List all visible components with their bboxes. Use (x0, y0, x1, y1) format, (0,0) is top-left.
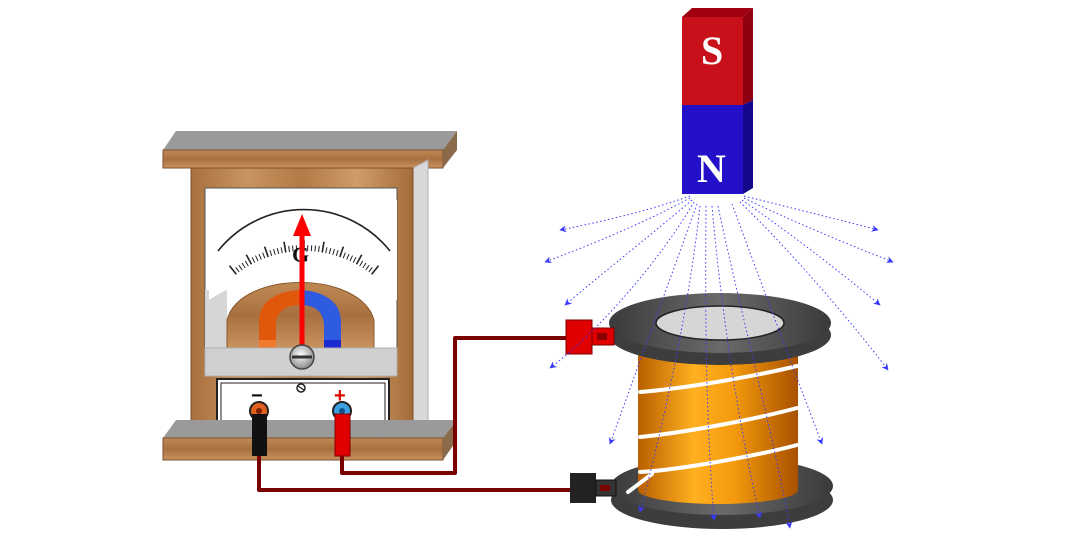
scale-tick (355, 254, 363, 265)
scale-tick (255, 255, 259, 262)
galvanometer-scale-ticks (228, 240, 380, 275)
scale-tick (314, 245, 316, 252)
galvanometer: G − + (162, 131, 457, 461)
scale-tick (241, 262, 246, 269)
magnet-north-pole (682, 105, 743, 194)
coil-helix-wire (626, 364, 799, 494)
field-line (559, 195, 691, 233)
scale-tick (288, 245, 290, 253)
galvanometer-lid (162, 149, 444, 169)
black-lead-clip[interactable] (252, 414, 267, 456)
connecting-wires (257, 336, 575, 492)
scale-tick (368, 267, 373, 273)
bar-magnet: S N (682, 8, 753, 194)
magnet-north-label: N (697, 146, 726, 191)
scale-tick (342, 252, 346, 259)
scale-tick (349, 255, 353, 262)
field-line (743, 197, 894, 263)
scale-tick (283, 241, 287, 253)
scale-tick (352, 257, 357, 263)
wire-plus (340, 336, 570, 475)
field-line (741, 199, 881, 306)
plus-terminal-label: + (334, 385, 346, 407)
field-line (743, 195, 879, 232)
galvanometer-base (162, 437, 444, 461)
galvanometer-side (412, 159, 429, 437)
scale-tick (318, 245, 320, 253)
red-lead-clip[interactable] (334, 413, 351, 457)
galvanometer-base-top (163, 420, 457, 438)
field-line (711, 205, 763, 519)
scale-tick (258, 253, 262, 260)
scale-tick (325, 247, 328, 254)
scale-tick (269, 249, 273, 257)
scale-tick (365, 264, 370, 271)
scale-tick (244, 260, 249, 267)
black-coil-clip[interactable] (570, 473, 617, 503)
magnet-south-pole (682, 17, 743, 105)
minus-terminal-label: − (251, 385, 263, 407)
scale-tick (276, 247, 280, 255)
scale-tick (228, 265, 237, 275)
scale-tick (245, 254, 253, 265)
scale-tick (262, 252, 266, 259)
scale-tick (292, 245, 294, 252)
scale-tick (362, 262, 367, 269)
galvanometer-lid-top (163, 131, 457, 150)
field-line (608, 203, 698, 445)
field-line (549, 201, 695, 369)
red-coil-clip[interactable] (565, 319, 615, 355)
coil-assembly (609, 293, 833, 529)
scale-tick (321, 241, 325, 253)
scale-tick (263, 246, 269, 258)
scale-tick (346, 253, 350, 260)
scale-tick (273, 248, 276, 255)
field-line (564, 199, 693, 306)
magnetic-field-lines (544, 195, 894, 529)
scale-tick (371, 265, 380, 275)
galvanometer-pointer-tip (293, 214, 311, 236)
field-line (731, 203, 824, 445)
scale-tick (328, 247, 332, 255)
scale-tick (235, 267, 240, 273)
coil-opening (655, 305, 785, 341)
field-line (544, 197, 691, 264)
scale-tick (339, 246, 345, 258)
galvanometer-scale-arc (217, 208, 391, 252)
scale-tick (251, 257, 256, 263)
scale-tick (335, 249, 339, 257)
wire-minus (257, 440, 575, 492)
magnet-south-label: S (701, 28, 723, 73)
scale-tick (238, 264, 243, 271)
scale-tick (359, 260, 364, 267)
scale-tick (280, 247, 283, 254)
scale-tick (332, 248, 335, 255)
